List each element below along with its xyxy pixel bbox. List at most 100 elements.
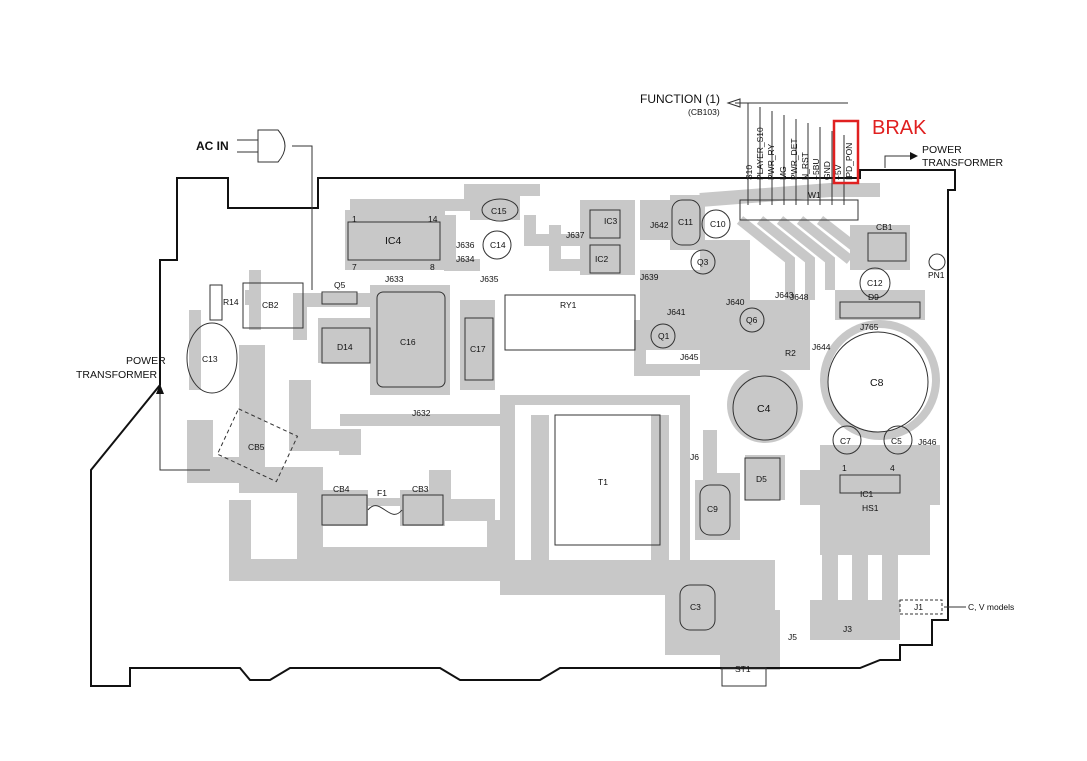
j1-body bbox=[899, 599, 943, 615]
c12-body bbox=[859, 267, 891, 299]
svg-text:Q1: Q1 bbox=[658, 331, 670, 341]
d5-body bbox=[744, 457, 781, 501]
svg-text:J632: J632 bbox=[412, 408, 431, 418]
highlight-box bbox=[832, 119, 860, 185]
svg-text:F1: F1 bbox=[377, 488, 387, 498]
c10-body bbox=[701, 209, 731, 239]
cb4-body bbox=[321, 494, 368, 526]
svg-text:J642: J642 bbox=[650, 220, 669, 230]
svg-text:C5: C5 bbox=[891, 436, 902, 446]
q6-body bbox=[739, 307, 765, 333]
svg-text:D14: D14 bbox=[337, 342, 353, 352]
svg-text:J635: J635 bbox=[480, 274, 499, 284]
svg-text:POWER: POWER bbox=[126, 355, 166, 367]
svg-text:PLAYER_S10: PLAYER_S10 bbox=[755, 127, 765, 180]
ac-in-label: AC IN bbox=[196, 139, 229, 153]
svg-text:HS1: HS1 bbox=[862, 503, 879, 513]
svg-text:J637: J637 bbox=[566, 230, 585, 240]
cb5-body bbox=[216, 408, 299, 483]
svg-text:J6: J6 bbox=[690, 452, 699, 462]
svg-text:8: 8 bbox=[430, 262, 435, 272]
svg-text:14: 14 bbox=[428, 214, 438, 224]
q5-body bbox=[321, 291, 358, 305]
svg-text:IPD_PON: IPD_PON bbox=[844, 143, 854, 180]
svg-text:TRANSFORMER: TRANSFORMER bbox=[922, 157, 1004, 169]
svg-text:CB2: CB2 bbox=[262, 300, 279, 310]
svg-text:TRANSFORMER: TRANSFORMER bbox=[76, 369, 158, 381]
ry1-body bbox=[504, 294, 636, 351]
svg-text:PN1: PN1 bbox=[928, 270, 945, 280]
svg-text:RY1: RY1 bbox=[560, 300, 577, 310]
svg-text:C9: C9 bbox=[707, 504, 718, 514]
c5-body bbox=[883, 425, 913, 455]
r14-body bbox=[209, 284, 223, 321]
f1-fuse bbox=[367, 505, 403, 515]
brak-label: BRAK bbox=[872, 117, 927, 139]
svg-text:J641: J641 bbox=[667, 307, 686, 317]
svg-text:PWR_DET: PWR_DET bbox=[789, 138, 799, 180]
svg-text:J640: J640 bbox=[726, 297, 745, 307]
c16-body bbox=[376, 291, 446, 388]
svg-text:C3: C3 bbox=[690, 602, 701, 612]
svg-text:CB1: CB1 bbox=[876, 222, 893, 232]
svg-text:C7: C7 bbox=[840, 436, 851, 446]
function-sub-label: (CB103) bbox=[688, 107, 720, 117]
copper-traces bbox=[187, 183, 940, 670]
c15-body bbox=[481, 198, 519, 222]
svg-text:IC1: IC1 bbox=[860, 489, 874, 499]
svg-text:J5: J5 bbox=[788, 632, 797, 642]
plug-icon bbox=[257, 129, 286, 163]
svg-text:C14: C14 bbox=[490, 240, 506, 250]
q1-body bbox=[650, 323, 676, 349]
svg-text:J648: J648 bbox=[790, 292, 809, 302]
svg-text:C13: C13 bbox=[202, 354, 218, 364]
svg-text:J3: J3 bbox=[843, 624, 852, 634]
svg-text:C10: C10 bbox=[710, 219, 726, 229]
svg-text:S10: S10 bbox=[744, 165, 754, 180]
cb3-body bbox=[402, 494, 444, 526]
svg-text:N_RST: N_RST bbox=[800, 152, 810, 180]
c17-body bbox=[464, 317, 494, 381]
svg-text:C15: C15 bbox=[491, 206, 507, 216]
svg-text:T1: T1 bbox=[598, 477, 608, 487]
t1-body bbox=[554, 414, 661, 546]
ic2-body bbox=[589, 244, 621, 274]
svg-text:1: 1 bbox=[352, 214, 357, 224]
svg-text:C12: C12 bbox=[867, 278, 883, 288]
svg-text:J636: J636 bbox=[456, 240, 475, 250]
svg-text:ST1: ST1 bbox=[735, 664, 751, 674]
svg-text:J646: J646 bbox=[918, 437, 937, 447]
svg-text:J1: J1 bbox=[914, 602, 923, 612]
svg-text:POWER: POWER bbox=[922, 144, 962, 156]
svg-text:CB3: CB3 bbox=[412, 484, 429, 494]
svg-text:+5BU: +5BU bbox=[811, 159, 821, 181]
svg-text:J644: J644 bbox=[812, 342, 831, 352]
c8-body bbox=[827, 331, 929, 433]
svg-text:C4: C4 bbox=[757, 403, 771, 415]
c14-body bbox=[482, 230, 512, 260]
svg-text:C17: C17 bbox=[470, 344, 486, 354]
pn1-body bbox=[928, 253, 946, 271]
annotations: AC IN FUNCTION (1) (CB103) S10 PLAYER_S1… bbox=[76, 92, 1014, 612]
svg-text:GND: GND bbox=[822, 161, 832, 180]
svg-text:7: 7 bbox=[352, 262, 357, 272]
svg-text:W1: W1 bbox=[808, 190, 821, 200]
svg-text:J639: J639 bbox=[640, 272, 659, 282]
svg-text:R14: R14 bbox=[223, 297, 239, 307]
c11-body bbox=[671, 199, 701, 246]
cb2-body bbox=[242, 282, 304, 329]
svg-text:PWR_RY: PWR_RY bbox=[766, 143, 776, 180]
svg-text:J765: J765 bbox=[860, 322, 879, 332]
plug-prongs-icon bbox=[237, 139, 258, 153]
svg-text:R2: R2 bbox=[785, 348, 796, 358]
svg-text:J643: J643 bbox=[775, 290, 794, 300]
ic1-body bbox=[839, 474, 901, 494]
connector-pin-labels: S10 PLAYER_S10 PWR_RY MG PWR_DET N_RST +… bbox=[744, 127, 854, 180]
ic4-body bbox=[347, 221, 441, 261]
svg-text:J645: J645 bbox=[680, 352, 699, 362]
svg-text:D9: D9 bbox=[868, 292, 879, 302]
ic4-label: IC4 bbox=[385, 235, 402, 247]
svg-text:MG: MG bbox=[778, 166, 788, 180]
